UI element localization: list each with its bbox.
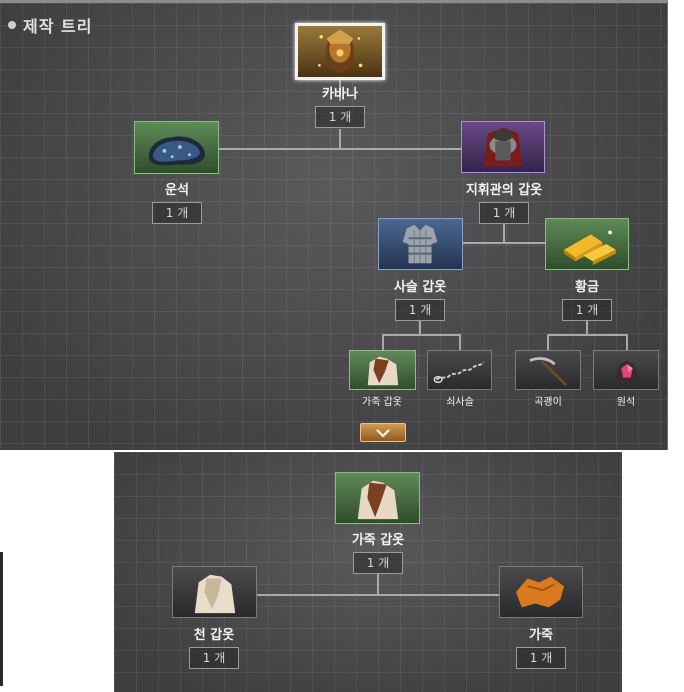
connector-line: [586, 321, 588, 335]
connector-line: [339, 129, 341, 149]
item-name-chain-armor: 사슬 갑옷: [393, 280, 447, 295]
connector-line: [463, 242, 545, 244]
chevron-down-icon: [376, 428, 390, 437]
item-name-kabana: 카바나: [322, 87, 358, 102]
pickaxe-icon[interactable]: [515, 350, 581, 390]
item-count-kabana: 1 개: [315, 106, 365, 128]
item-name-leather-armor: 가죽 갑옷: [351, 533, 405, 548]
item-name-pickaxe: 곡괭이: [534, 397, 562, 408]
kabana-armor-icon[interactable]: [295, 23, 385, 80]
connector-line: [547, 334, 549, 351]
crafting-subtree-panel: 가죽 갑옷 1 개 천 갑옷 1 개 가죽 1 개: [114, 452, 622, 692]
connector-line: [459, 334, 461, 351]
connector-line: [339, 77, 341, 101]
expand-button[interactable]: [360, 423, 406, 442]
iron-chain-icon[interactable]: [427, 350, 492, 390]
item-name-cloth-armor: 천 갑옷: [193, 628, 235, 643]
gemstone-icon[interactable]: [593, 350, 659, 390]
connector-line: [419, 321, 421, 335]
commander-armor-icon[interactable]: [461, 121, 545, 173]
leather-hide-icon[interactable]: [499, 566, 583, 618]
connector-line: [377, 573, 379, 595]
item-name-iron-chain: 쇠사슬: [446, 397, 474, 408]
item-count-gold: 1 개: [562, 299, 612, 321]
connector-line: [547, 334, 628, 336]
item-count-leather-armor: 1 개: [353, 552, 403, 574]
background-edge: [0, 552, 3, 686]
leather-armor-icon[interactable]: [335, 472, 420, 524]
connector-line: [382, 334, 461, 336]
leather-armor-icon[interactable]: [349, 350, 416, 390]
connector-line: [219, 148, 461, 150]
item-count-chain-armor: 1 개: [395, 299, 445, 321]
item-name-commander-armor: 지휘관의 갑옷: [465, 183, 543, 198]
chain-armor-icon[interactable]: [378, 218, 463, 270]
connector-line: [382, 334, 384, 351]
item-name-meteorite: 운석: [165, 183, 189, 198]
item-name-gemstone: 원석: [616, 397, 636, 408]
item-name-gold: 황금: [575, 280, 599, 295]
item-name-leather-armor: 가죽 갑옷: [362, 397, 402, 408]
panel-title: 제작 트리: [8, 13, 92, 37]
gold-bar-icon[interactable]: [545, 218, 629, 270]
connector-line: [626, 334, 628, 351]
crafting-tree-panel: 제작 트리 카바나 1 개 운석 1 개: [0, 0, 668, 450]
item-count-meteorite: 1 개: [152, 202, 202, 224]
item-count-cloth-armor: 1 개: [189, 647, 239, 669]
connector-line: [256, 594, 500, 596]
item-count-leather: 1 개: [516, 647, 566, 669]
cloth-armor-icon[interactable]: [172, 566, 257, 618]
connector-line: [503, 223, 505, 243]
item-count-commander-armor: 1 개: [479, 202, 529, 224]
meteorite-icon[interactable]: [134, 121, 219, 174]
bullet-icon: [8, 21, 16, 29]
item-name-leather: 가죽: [529, 628, 553, 643]
